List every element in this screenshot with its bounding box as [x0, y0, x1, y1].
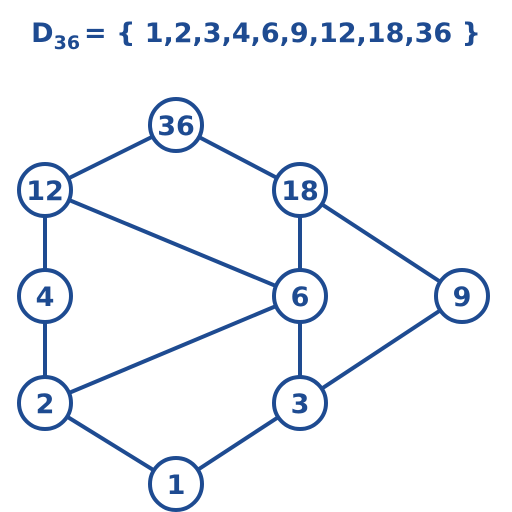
node-circle	[148, 97, 204, 153]
node-4: 4	[17, 268, 73, 324]
edge-6-2	[44, 294, 301, 405]
node-circle	[148, 456, 204, 512]
node-label: 36	[157, 111, 195, 142]
node-3: 3	[272, 375, 328, 431]
node-circle	[17, 375, 73, 431]
node-12: 12	[17, 162, 73, 218]
title-definition: = { 1,2,3,4,6,9,12,18,36 }	[84, 18, 481, 49]
node-label: 6	[291, 282, 310, 313]
node-label: 4	[36, 282, 55, 313]
node-label: 3	[291, 389, 310, 420]
node-2: 2	[17, 375, 73, 431]
node-circle	[272, 375, 328, 431]
node-6: 6	[272, 268, 328, 324]
node-1: 1	[148, 456, 204, 512]
edge-9-3	[298, 294, 464, 405]
node-label: 1	[167, 470, 186, 501]
node-9: 9	[434, 268, 490, 324]
node-label: 12	[26, 176, 64, 207]
node-18: 18	[272, 162, 328, 218]
node-circle	[272, 162, 328, 218]
node-circle	[17, 268, 73, 324]
title-set-letter: D	[31, 18, 53, 49]
node-label: 18	[281, 176, 319, 207]
edges-layer	[43, 123, 464, 486]
nodes-layer: 36 12 18 4 6 9 2 3 1	[17, 97, 490, 512]
node-label: 9	[453, 282, 472, 313]
edge-18-9	[298, 188, 464, 298]
node-36: 36	[148, 97, 204, 153]
node-circle	[434, 268, 490, 324]
diagram-title: D36= { 1,2,3,4,6,9,12,18,36 }	[31, 18, 481, 54]
edge-12-6	[44, 188, 301, 298]
node-circle	[17, 162, 73, 218]
node-circle	[272, 268, 328, 324]
node-label: 2	[36, 389, 55, 420]
title-subscript: 36	[54, 32, 80, 54]
